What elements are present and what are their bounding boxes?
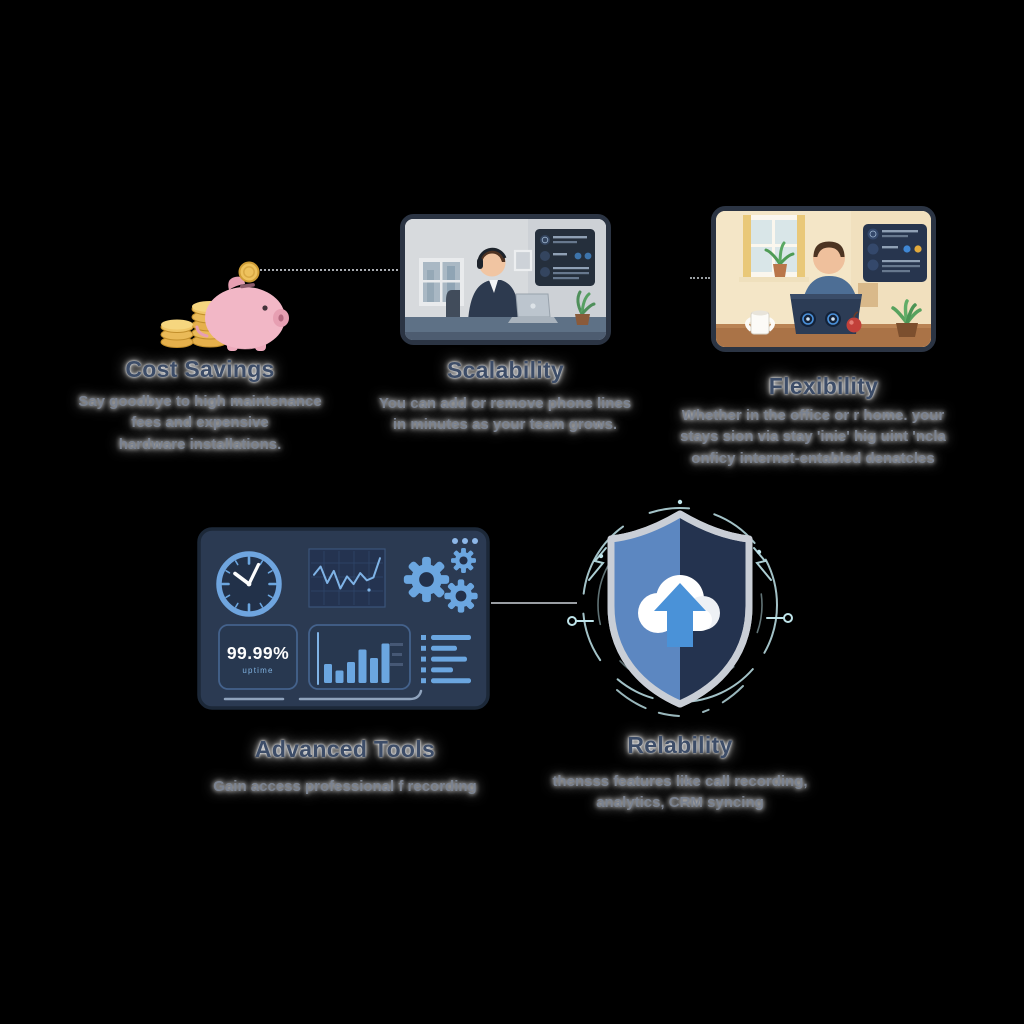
menu-dots-icon bbox=[452, 538, 478, 544]
uptime-panel: 99.99% uptime bbox=[218, 624, 298, 690]
wall-picture-frame bbox=[513, 249, 533, 272]
line-chart-icon bbox=[308, 548, 386, 608]
piggy-bank-coins-icon bbox=[152, 256, 289, 353]
coffee-mug-icon bbox=[745, 310, 775, 335]
flexibility-title: Flexibility bbox=[768, 373, 879, 399]
ui-overlay-panel bbox=[535, 229, 595, 286]
faint-stat-labels bbox=[390, 643, 403, 666]
home-office-illustration bbox=[711, 206, 936, 352]
bullet-list-icon bbox=[421, 635, 471, 684]
bar-chart-bars bbox=[324, 643, 390, 683]
reliability-description: thensss features like call recording, an… bbox=[552, 773, 808, 812]
uptime-value: 99.99% bbox=[227, 643, 289, 663]
apple-icon bbox=[846, 311, 862, 333]
toggle-dot-blue bbox=[903, 245, 911, 253]
support-agent-person bbox=[468, 247, 531, 321]
analytics-dashboard-illustration: 99.99% uptime bbox=[197, 527, 490, 710]
cloud-upload-icon bbox=[638, 575, 720, 647]
laptop-icon bbox=[790, 294, 862, 334]
advanced-tools-description: Gain access professional f recording bbox=[213, 778, 477, 795]
scalability-description: You can add or remove phone lines in min… bbox=[378, 395, 632, 434]
flexibility-description: Whether in the office or r home. your st… bbox=[680, 407, 946, 467]
bar-chart-panel bbox=[308, 624, 411, 690]
cloud-shield-illustration bbox=[555, 490, 805, 732]
piggy-bank-icon bbox=[195, 261, 289, 351]
home-window bbox=[739, 215, 809, 282]
toggle-dot-yellow bbox=[914, 245, 922, 253]
cost-savings-title: Cost Savings bbox=[125, 356, 275, 382]
connector-cost-to-scalability bbox=[260, 269, 402, 271]
connector-dashboard-to-shield bbox=[491, 602, 577, 604]
call-agent-office-illustration bbox=[400, 214, 611, 345]
scalability-title: Scalability bbox=[446, 357, 565, 383]
ui-overlay-panel bbox=[863, 224, 927, 282]
headset-icon bbox=[477, 247, 507, 262]
dashboard-footer-lines bbox=[223, 689, 423, 701]
succulent-plant-icon bbox=[891, 299, 922, 337]
windowsill-plant-icon bbox=[764, 241, 795, 277]
clock-icon bbox=[216, 551, 282, 617]
potted-plant-icon bbox=[575, 290, 596, 325]
connector-flexibility-stub bbox=[690, 277, 710, 279]
cost-savings-description: Say goodbye to high maintenance fees and… bbox=[78, 393, 322, 453]
reliability-title: Relability bbox=[627, 732, 733, 758]
uptime-label: uptime bbox=[242, 666, 273, 675]
laptop-icon bbox=[508, 293, 558, 323]
cardboard-box bbox=[858, 283, 878, 307]
advanced-tools-title: Advanced Tools bbox=[254, 736, 436, 762]
